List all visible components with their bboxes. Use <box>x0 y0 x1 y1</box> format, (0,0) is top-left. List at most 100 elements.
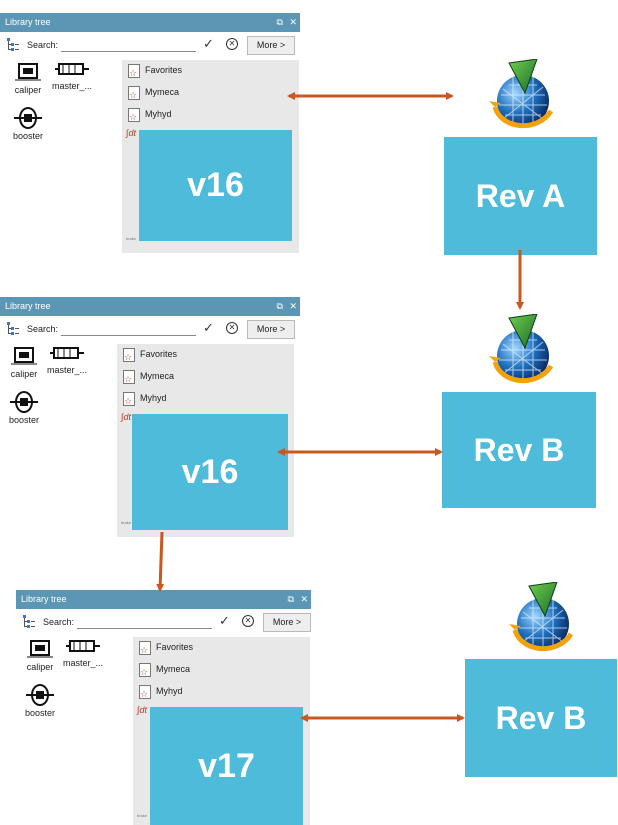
panel-title: Library tree <box>21 594 67 604</box>
version-box-3: v17 <box>150 707 303 825</box>
part-master[interactable]: master_... <box>43 344 91 375</box>
library-item-mymeca[interactable]: Mymeca <box>128 83 180 104</box>
more-button[interactable]: More > <box>247 36 295 55</box>
part-label: master_... <box>62 658 103 668</box>
search-label: Search: <box>43 617 75 627</box>
tiny-label: brake <box>137 813 148 818</box>
search-row: Search: ✓ ✕ More > <box>0 318 300 340</box>
library-item-label: Myhyd <box>145 109 172 119</box>
library-item-myhyd[interactable]: Myhyd <box>139 682 183 703</box>
integral-fragment: ∫dt <box>121 412 131 422</box>
library-item-label: Myhyd <box>140 393 167 403</box>
part-caliper[interactable]: caliper <box>0 344 48 379</box>
version-box-1: v16 <box>139 130 292 241</box>
revision-box-1: Rev A <box>444 137 597 255</box>
library-icon <box>128 85 140 104</box>
library-icon <box>123 369 135 388</box>
close-icon[interactable]: ✕ <box>300 594 308 604</box>
search-row: Search: ✓ ✕ More > <box>0 34 300 56</box>
booster-icon <box>26 684 54 706</box>
part-booster[interactable]: booster <box>4 106 52 141</box>
library-icon <box>123 391 135 410</box>
version-box-2: v16 <box>132 414 288 530</box>
part-master[interactable]: master_... <box>48 60 96 91</box>
library-item-label: Mymeca <box>156 664 191 674</box>
caliper-icon <box>27 640 53 658</box>
library-item-myhyd[interactable]: Myhyd <box>123 389 167 410</box>
caliper-icon <box>11 347 37 365</box>
part-caliper[interactable]: caliper <box>16 637 64 672</box>
tree-icon <box>23 615 35 628</box>
tiny-label: brake <box>121 520 132 525</box>
cancel-icon[interactable]: ✕ <box>226 38 238 50</box>
cancel-icon[interactable]: ✕ <box>226 322 238 334</box>
library-item-mymeca[interactable]: Mymeca <box>123 367 175 388</box>
part-label: master_... <box>51 81 92 91</box>
part-label: booster <box>8 415 40 425</box>
library-item-label: Myhyd <box>156 686 183 696</box>
part-booster[interactable]: booster <box>16 683 64 718</box>
panel-titlebar: Library tree ⧉ ✕ <box>16 590 311 609</box>
search-row: Search: ✓ ✕ More > <box>16 611 311 633</box>
pin-icon[interactable]: ⧉ <box>276 301 283 311</box>
panel-title: Library tree <box>5 301 51 311</box>
part-label: caliper <box>10 369 38 379</box>
more-button[interactable]: More > <box>247 320 295 339</box>
check-icon[interactable]: ✓ <box>203 36 214 51</box>
library-item-label: Mymeca <box>140 371 175 381</box>
panel-titlebar: Library tree ⧉ ✕ <box>0 13 300 32</box>
part-caliper[interactable]: caliper <box>4 60 52 95</box>
library-icon <box>139 684 151 703</box>
search-input[interactable] <box>61 39 196 52</box>
master-cylinder-icon <box>55 63 89 75</box>
pin-icon[interactable]: ⧉ <box>276 17 283 27</box>
tree-icon <box>7 38 19 51</box>
close-icon[interactable]: ✕ <box>289 301 297 311</box>
library-item-favorites[interactable]: Favorites <box>128 61 183 82</box>
cancel-icon[interactable]: ✕ <box>242 615 254 627</box>
library-icon <box>139 662 151 681</box>
integral-fragment: ∫dt <box>137 705 147 715</box>
search-label: Search: <box>27 40 59 50</box>
library-item-label: Favorites <box>145 65 183 75</box>
part-master[interactable]: master_... <box>59 637 107 668</box>
part-label: caliper <box>26 662 54 672</box>
search-input[interactable] <box>77 616 212 629</box>
master-cylinder-icon <box>66 640 100 652</box>
part-label: caliper <box>14 85 42 95</box>
search-input[interactable] <box>61 323 196 336</box>
library-item-favorites[interactable]: Favorites <box>123 345 178 366</box>
caliper-icon <box>15 63 41 81</box>
part-label: master_... <box>46 365 87 375</box>
library-icon <box>139 640 151 659</box>
library-item-myhyd[interactable]: Myhyd <box>128 105 172 126</box>
booster-icon <box>10 391 38 413</box>
revision-box-3: Rev B <box>465 659 617 777</box>
panel-titlebar: Library tree ⧉ ✕ <box>0 297 300 316</box>
part-label: booster <box>12 131 44 141</box>
library-item-label: Mymeca <box>145 87 180 97</box>
library-item-label: Favorites <box>156 642 194 652</box>
booster-icon <box>14 107 42 129</box>
close-icon[interactable]: ✕ <box>289 17 297 27</box>
library-icon <box>123 347 135 366</box>
library-item-label: Favorites <box>140 349 178 359</box>
library-icon <box>128 63 140 82</box>
master-cylinder-icon <box>50 347 84 359</box>
tiny-label: brake <box>126 236 137 241</box>
panel-title: Library tree <box>5 17 51 27</box>
pin-icon[interactable]: ⧉ <box>287 594 294 604</box>
search-label: Search: <box>27 324 59 334</box>
library-item-mymeca[interactable]: Mymeca <box>139 660 191 681</box>
down-arrow-2 <box>156 531 165 592</box>
part-booster[interactable]: booster <box>0 390 48 425</box>
more-button[interactable]: More > <box>263 613 311 632</box>
check-icon[interactable]: ✓ <box>219 613 230 628</box>
library-icon <box>128 107 140 126</box>
integral-fragment: ∫dt <box>126 128 136 138</box>
check-icon[interactable]: ✓ <box>203 320 214 335</box>
library-item-favorites[interactable]: Favorites <box>139 638 194 659</box>
part-label: booster <box>24 708 56 718</box>
revision-box-2: Rev B <box>442 392 596 508</box>
